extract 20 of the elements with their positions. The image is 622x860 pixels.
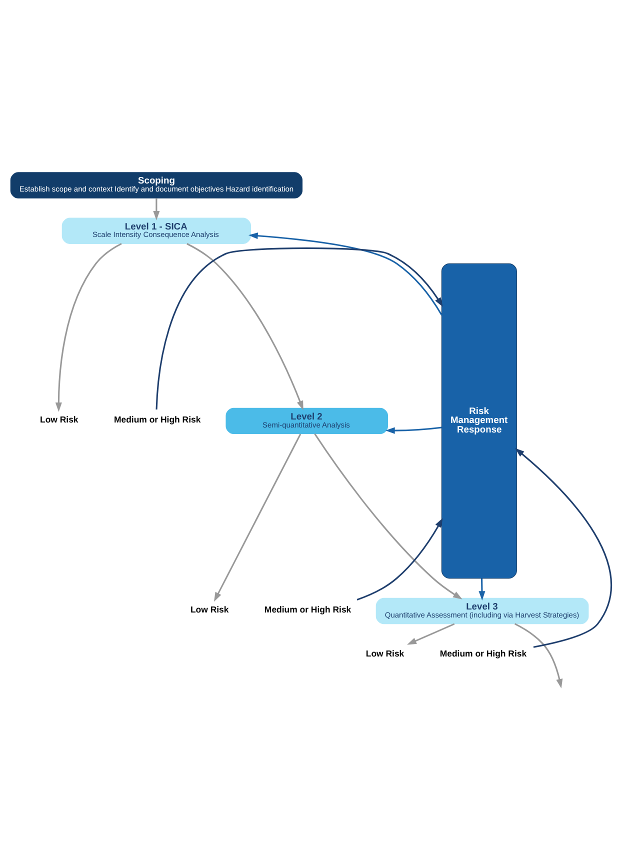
arrow bbox=[514, 448, 612, 648]
arrow bbox=[478, 578, 486, 600]
arrow bbox=[153, 198, 160, 220]
arrow bbox=[407, 622, 455, 644]
arrow bbox=[214, 433, 302, 602]
node-box: Risk Management Response bbox=[441, 262, 517, 578]
node-text: Low Risk bbox=[190, 604, 229, 614]
node-text: Low Risk bbox=[366, 648, 404, 658]
arrow bbox=[248, 232, 442, 315]
arrow bbox=[156, 246, 443, 410]
node-text: Medium or High Risk bbox=[264, 604, 352, 614]
arrow bbox=[314, 432, 462, 599]
arrow bbox=[514, 622, 563, 688]
arrow bbox=[55, 242, 122, 412]
arrow bbox=[356, 518, 443, 600]
node-text: Medium or High Risk bbox=[114, 414, 201, 424]
arrow bbox=[186, 242, 304, 410]
arrow bbox=[385, 426, 442, 434]
node-text: Medium or High Risk bbox=[440, 648, 527, 658]
node-text: Low Risk bbox=[40, 414, 78, 424]
